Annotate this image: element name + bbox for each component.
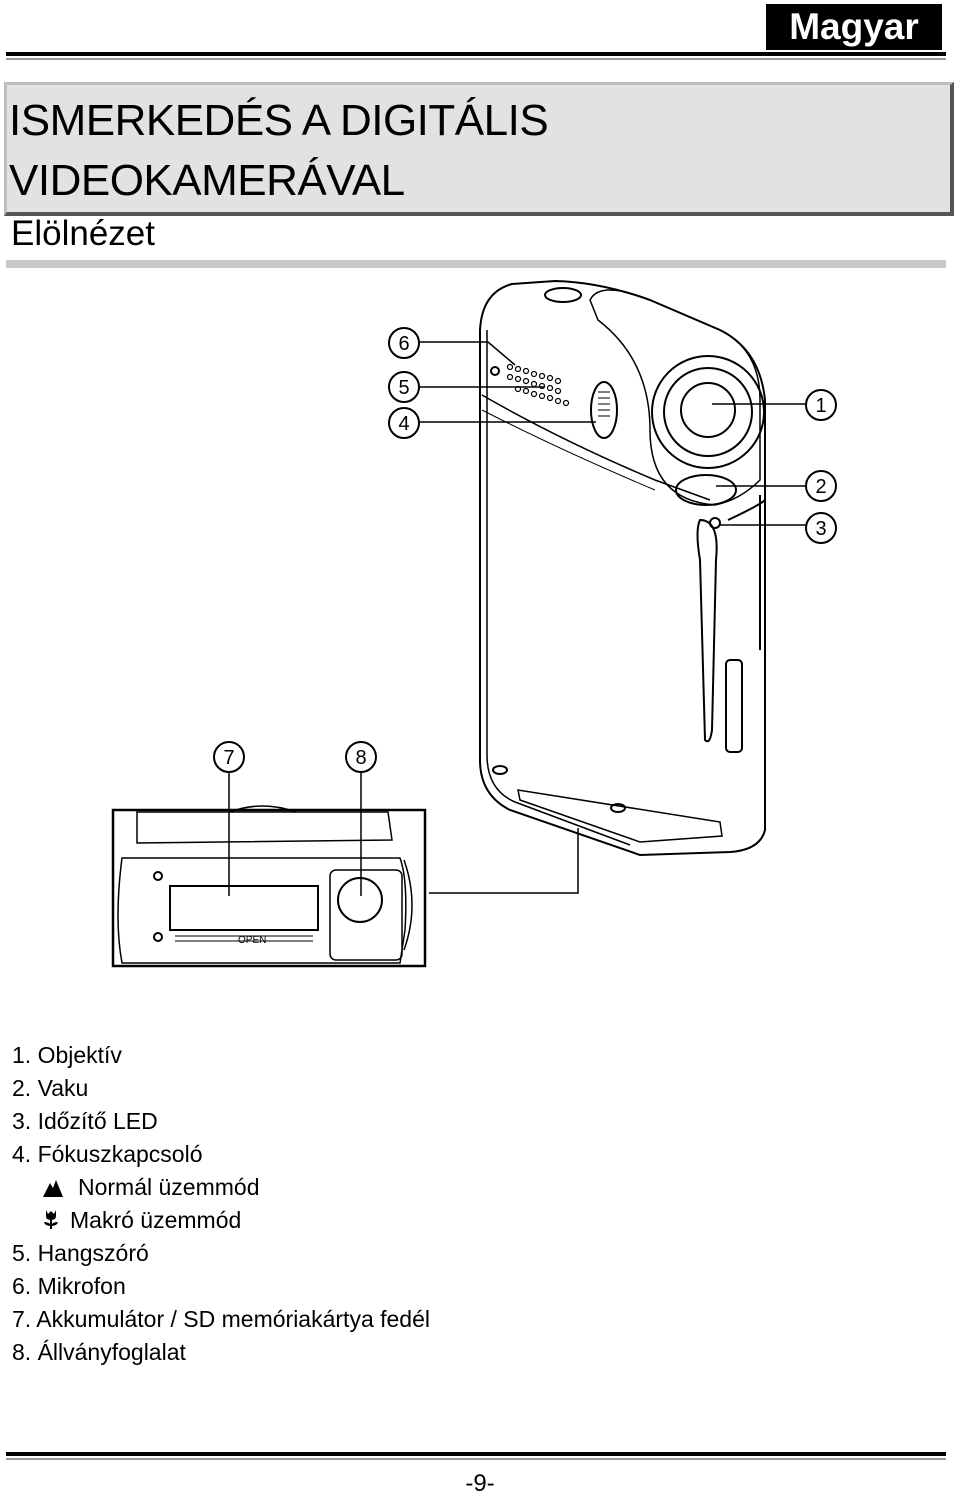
lens-outer <box>651 355 765 469</box>
bottom-view-inset <box>111 805 427 968</box>
lens-mid <box>663 367 753 457</box>
battery-cover <box>169 885 319 931</box>
list-item: 4. Fókuszkapcsoló <box>12 1141 203 1167</box>
callout-4-label: 4 <box>398 413 409 435</box>
callout-3-label: 3 <box>815 518 826 540</box>
camera-front-diagram: 6 5 4 1 2 3 7 8 OPEN <box>111 279 837 968</box>
lens-inner <box>680 382 736 438</box>
speaker-grille <box>506 363 570 407</box>
flower-icon <box>44 1210 58 1229</box>
callout-3 <box>805 512 837 544</box>
footer-rule <box>6 1452 946 1456</box>
callout-2-label: 2 <box>815 476 826 498</box>
section-subtitle: Elölnézet <box>11 214 155 253</box>
list-item-sub: Makró üzemmód <box>70 1207 242 1233</box>
callout-4 <box>388 407 420 439</box>
subtitle-rule <box>6 260 946 268</box>
header-rule-shadow <box>6 58 946 60</box>
callout-1 <box>805 389 837 421</box>
list-item: 1. Objektív <box>12 1042 122 1068</box>
mountain-icon <box>43 1180 63 1197</box>
list-item: 3. Időzítő LED <box>12 1108 158 1134</box>
callout-6-label: 6 <box>398 333 409 355</box>
callout-5-label: 5 <box>398 377 409 399</box>
callout-7-label: 7 <box>223 747 234 769</box>
callout-2 <box>805 470 837 502</box>
language-badge: Magyar <box>766 4 942 50</box>
title-box <box>4 82 954 216</box>
camera-body-outline <box>479 279 766 857</box>
callout-8-label: 8 <box>355 747 366 769</box>
list-item: 6. Mikrofon <box>12 1273 126 1299</box>
page-title-line-2: VIDEOKAMERÁVAL <box>9 156 405 205</box>
tripod-socket <box>337 877 383 923</box>
list-item: 5. Hangszóró <box>12 1240 149 1266</box>
focus-switch <box>590 381 618 439</box>
list-item: 8. Állványfoglalat <box>12 1339 186 1365</box>
callout-1-label: 1 <box>815 395 826 417</box>
callout-7 <box>213 741 245 773</box>
flash <box>675 474 737 506</box>
list-item: 2. Vaku <box>12 1075 89 1101</box>
callout-6 <box>388 327 420 359</box>
list-item-sub: Normál üzemmód <box>78 1174 260 1200</box>
callout-8 <box>345 741 377 773</box>
list-item: 7. Akkumulátor / SD memóriakártya fedél <box>12 1306 430 1332</box>
page-number: -9- <box>465 1470 495 1497</box>
page-title-line-1: ISMERKEDÉS A DIGITÁLIS <box>9 96 549 145</box>
side-panel <box>725 659 743 753</box>
header-rule <box>6 52 946 56</box>
footer-rule-shadow <box>6 1458 946 1460</box>
callout-5 <box>388 371 420 403</box>
strap <box>696 518 718 743</box>
open-label: OPEN <box>238 935 266 946</box>
